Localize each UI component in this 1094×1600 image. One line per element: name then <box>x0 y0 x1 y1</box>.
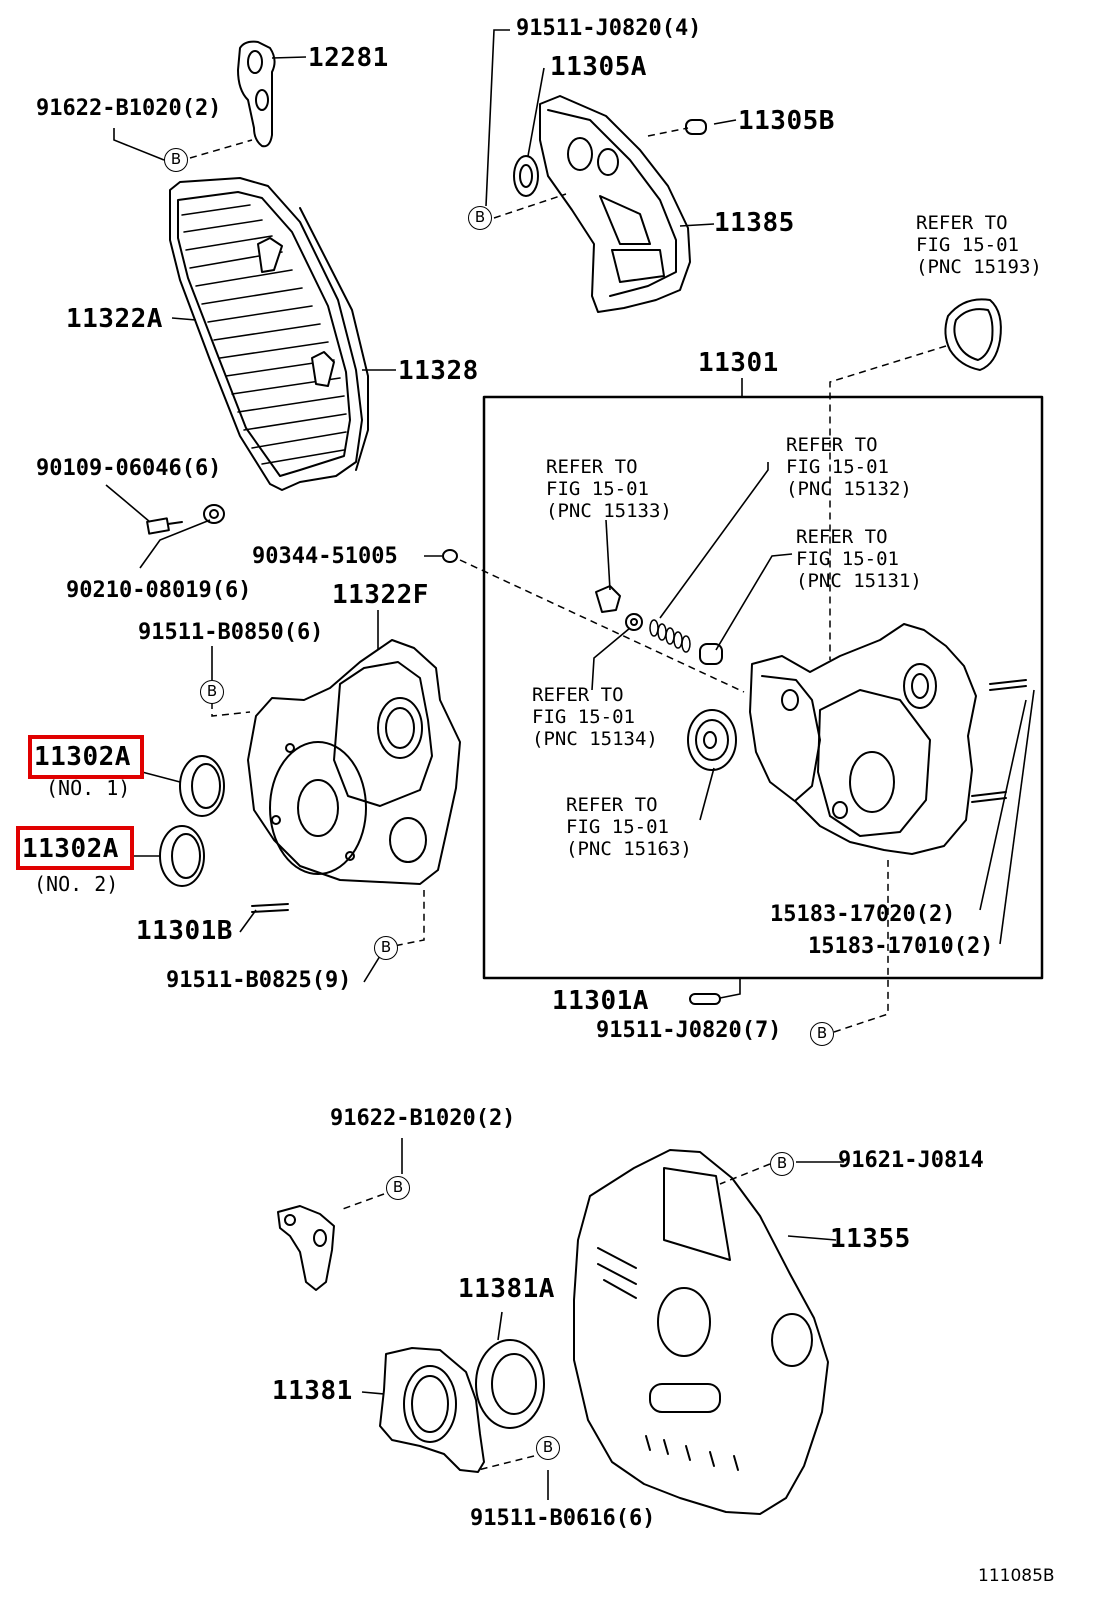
callout-11381[interactable]: 11381 <box>272 1376 353 1406</box>
callout-91622-B1020-top[interactable]: 91622-B1020(2) <box>36 96 222 121</box>
timing-cover-11322A-drawing <box>169 177 363 491</box>
callout-11301B[interactable]: 11301B <box>136 916 233 946</box>
oil-seal-11302A-no2-drawing <box>159 825 205 887</box>
fastener-marker-b: B <box>770 1152 794 1176</box>
fastener-marker-b: B <box>200 680 224 704</box>
highlight-box-11302A-no2 <box>16 826 134 870</box>
stud-bolts-15183-drawing <box>971 679 1027 803</box>
callout-11302A-no1[interactable]: 11302A <box>34 742 131 772</box>
diagram-code: 111085B <box>978 1566 1055 1586</box>
fastener-marker-b: B <box>374 936 398 960</box>
fastener-marker-b: B <box>164 148 188 172</box>
callout-11328[interactable]: 11328 <box>398 356 479 386</box>
oil-seal-11381A-drawing <box>475 1339 545 1429</box>
fastener-marker-b: B <box>468 206 492 230</box>
seal-11305A-drawing <box>513 155 539 197</box>
callout-11322A[interactable]: 11322A <box>66 304 163 334</box>
callout-11302A-no1-sub: (NO. 1) <box>46 776 131 800</box>
spring-15132-drawing <box>649 619 691 653</box>
valve-15131-drawing <box>699 643 723 665</box>
callout-91511-B0850[interactable]: 91511-B0850(6) <box>138 620 324 645</box>
front-housing-drawing <box>749 623 977 855</box>
gear-15163-drawing <box>687 709 737 771</box>
fastener-marker-b: B <box>810 1022 834 1046</box>
highlight-box-11302A-no1 <box>28 735 144 779</box>
washer-15134-drawing <box>625 613 643 631</box>
pin-11301A-drawing <box>689 993 721 1005</box>
pin-11305B-drawing <box>685 119 707 135</box>
gasket-11328-edge <box>299 207 369 471</box>
callout-15183-17020[interactable]: 15183-17020(2) <box>770 902 956 927</box>
end-plate-11355-drawing <box>573 1149 829 1515</box>
seal-retainer-11381-drawing <box>379 1347 485 1473</box>
callout-90344-51005[interactable]: 90344-51005 <box>252 544 398 569</box>
fastener-marker-b: B <box>386 1176 410 1200</box>
assembly-11301-box <box>482 395 1044 980</box>
timing-cover-11322F-drawing <box>247 639 461 885</box>
callout-91511-B0825[interactable]: 91511-B0825(9) <box>166 968 352 993</box>
callout-91622-B1020-bottom[interactable]: 91622-B1020(2) <box>330 1106 516 1131</box>
callout-91621-J0814[interactable]: 91621-J0814 <box>838 1148 984 1173</box>
callout-90210-08019[interactable]: 90210-08019(6) <box>66 578 252 603</box>
callout-11381A[interactable]: 11381A <box>458 1274 555 1304</box>
callout-15183-17010[interactable]: 15183-17010(2) <box>808 934 994 959</box>
bolt-90109-drawing <box>146 517 183 535</box>
callout-11301A[interactable]: 11301A <box>552 986 649 1016</box>
fastener-marker-b: B <box>536 1436 560 1460</box>
pin-11301B-drawing <box>251 903 289 913</box>
callout-91511-J0820-4[interactable]: 91511-J0820(4) <box>516 16 702 41</box>
callout-11305A[interactable]: 11305A <box>550 52 647 82</box>
callout-11355[interactable]: 11355 <box>830 1224 911 1254</box>
cover-plate-11385-drawing <box>539 95 691 313</box>
engine-hanger-12281-drawing <box>237 40 276 148</box>
callout-11302A-no2[interactable]: 11302A <box>22 834 119 864</box>
oil-seal-11302A-no1-drawing <box>179 755 225 817</box>
callout-11322F[interactable]: 11322F <box>332 580 429 610</box>
callout-12281[interactable]: 12281 <box>308 43 389 73</box>
callout-91511-J0820-7[interactable]: 91511-J0820(7) <box>596 1018 782 1043</box>
plug-90344-drawing <box>442 549 458 563</box>
callout-11302A-no2-sub: (NO. 2) <box>34 872 119 896</box>
bracket-91622-bottom-drawing <box>277 1205 335 1291</box>
gasket-ring-15193 <box>944 298 1002 371</box>
callout-11305B[interactable]: 11305B <box>738 106 835 136</box>
callout-91511-B0616[interactable]: 91511-B0616(6) <box>470 1506 656 1531</box>
callout-90109-06046[interactable]: 90109-06046(6) <box>36 456 222 481</box>
callout-11385[interactable]: 11385 <box>714 208 795 238</box>
plug-15133-drawing <box>595 585 621 613</box>
plug-90210-drawing <box>203 504 225 524</box>
callout-11301[interactable]: 11301 <box>698 348 779 378</box>
